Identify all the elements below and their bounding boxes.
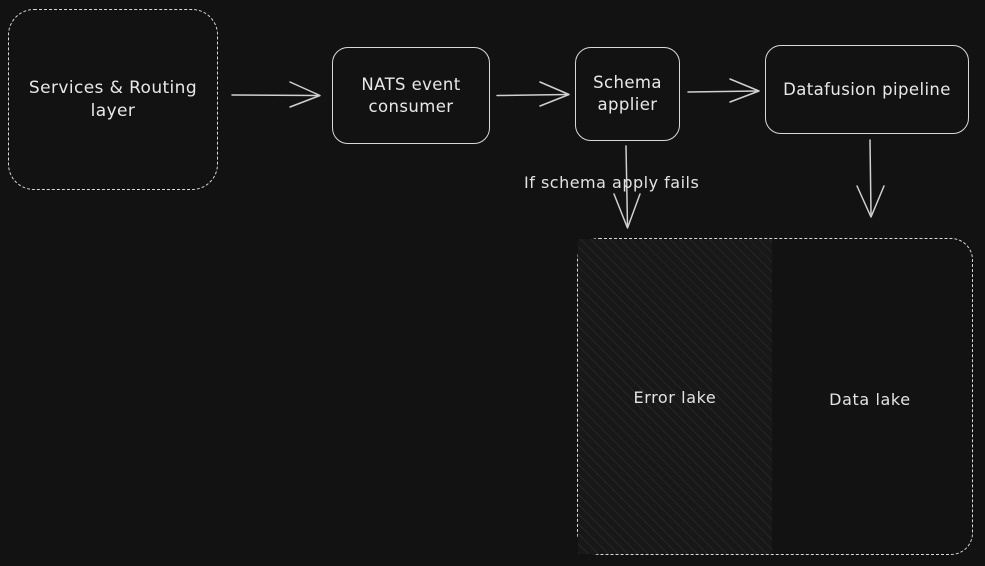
arrow-datafusion-to-data-lake <box>856 139 885 218</box>
node-datafusion-pipeline[interactable]: Datafusion pipeline <box>765 45 969 134</box>
arrow-services-to-nats <box>231 81 321 108</box>
data-lake-label: Data lake <box>829 390 911 409</box>
arrow-nats-to-schema <box>496 81 570 107</box>
lake-container[interactable]: Error lake Data lake <box>577 238 973 555</box>
node-services-routing-layer[interactable]: Services & Routing layer <box>8 9 218 190</box>
node-schema-label: Schema applier <box>593 73 662 114</box>
edge-label-if-schema-apply-fails: If schema apply fails <box>524 173 700 192</box>
node-datafusion-label: Datafusion pipeline <box>783 79 951 99</box>
node-nats-label: NATS event consumer <box>361 74 461 116</box>
node-schema-applier[interactable]: Schema applier <box>575 47 680 141</box>
region-error-lake[interactable]: Error lake <box>578 239 772 554</box>
node-services-label: Services & Routing layer <box>28 78 198 121</box>
arrow-schema-to-datafusion <box>687 78 760 103</box>
error-lake-label: Error lake <box>633 388 717 407</box>
region-data-lake[interactable]: Data lake <box>772 239 972 554</box>
node-nats-event-consumer[interactable]: NATS event consumer <box>332 47 490 144</box>
